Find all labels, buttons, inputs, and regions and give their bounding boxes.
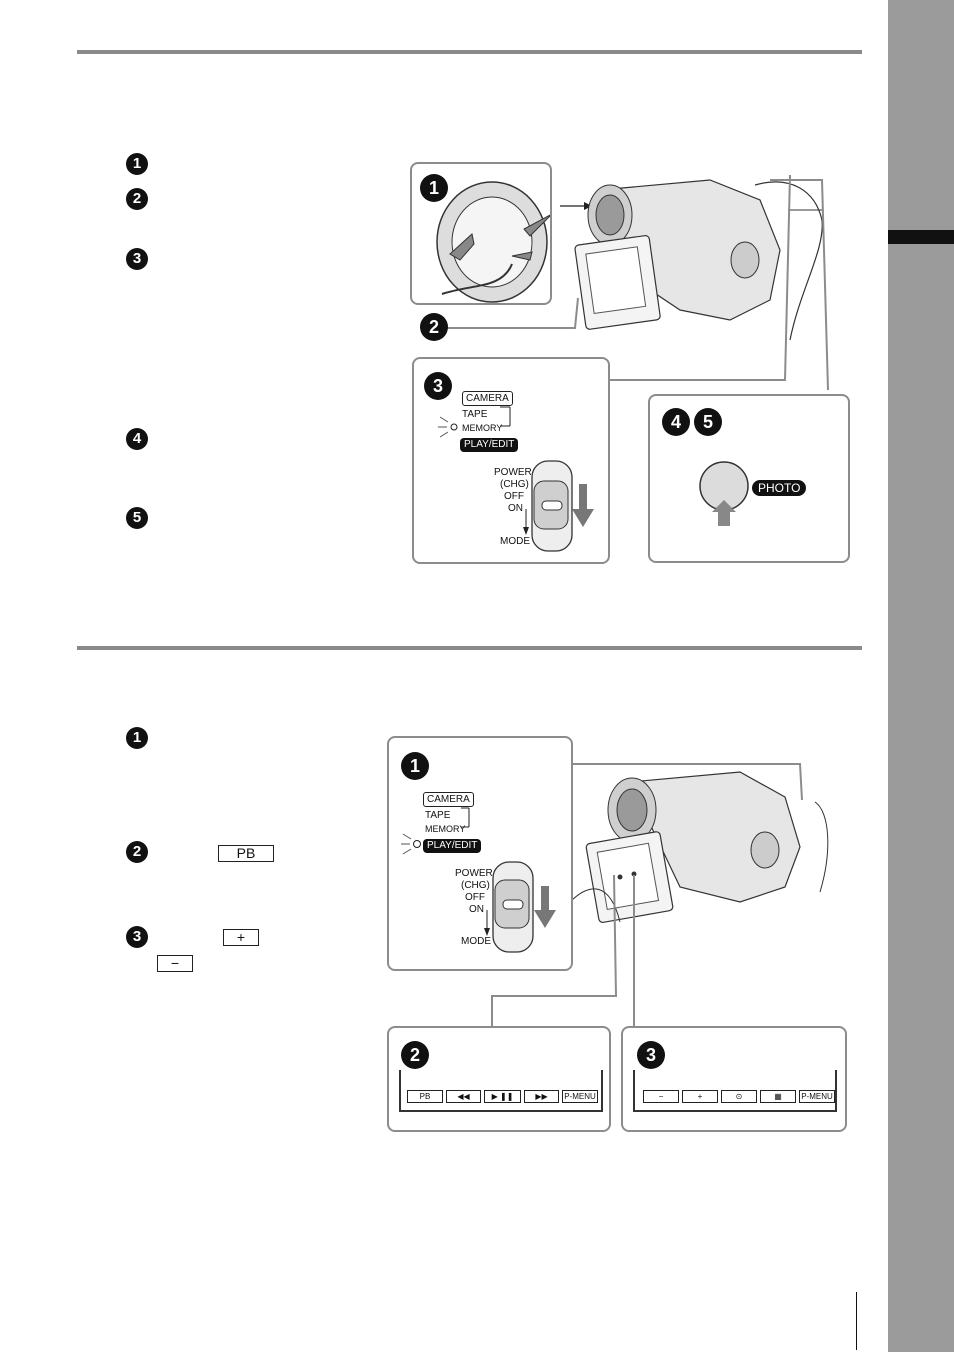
lcd-screen-frame <box>399 1070 603 1112</box>
callout-lines <box>606 175 829 391</box>
photo-button-drawing <box>699 461 749 526</box>
memory-label: MEMORY <box>462 423 503 433</box>
index-screen-button[interactable]: ▦ <box>760 1090 796 1103</box>
s1-step-marker: 2 <box>126 188 148 210</box>
chg-label: (CHG) <box>500 479 529 490</box>
on-label: ON <box>469 904 484 915</box>
playback-switch-panel: 1 CAMERA TAPE MEMORY PLAY/EDIT POWER (CH… <box>387 736 573 971</box>
forward-screen-button[interactable]: ▶▶ <box>524 1090 559 1103</box>
p-menu-screen-button[interactable]: P-MENU <box>799 1090 835 1103</box>
s2-callout-lines <box>491 763 803 1026</box>
camera-label: CAMERA <box>423 792 474 807</box>
pb-button-icon: PB <box>218 845 274 862</box>
camera-label: CAMERA <box>462 391 513 406</box>
power-switch-drawing <box>438 406 594 552</box>
index-screen-panel: 3 − + ⊙ ▦ P-MENU <box>621 1026 847 1132</box>
play-edit-label: PLAY/EDIT <box>460 438 519 452</box>
mode-label: MODE <box>500 536 530 547</box>
screen2-step-marker: 2 <box>401 1041 429 1069</box>
side-index-bar <box>888 0 954 1352</box>
tape-label: TAPE <box>462 409 488 420</box>
tape-screen-button[interactable]: ⊙ <box>721 1090 757 1103</box>
lcd-screen-frame <box>633 1070 837 1112</box>
off-label: OFF <box>465 892 485 903</box>
switch-step-marker: 3 <box>424 372 452 400</box>
pb-button-label: PB <box>236 845 256 861</box>
s2-step-marker: 3 <box>126 926 148 948</box>
photo-step-marker: 5 <box>694 408 722 436</box>
tape-icon: ⊙ <box>735 1092 743 1101</box>
lcd-callout-line <box>445 298 579 329</box>
tape-label: TAPE <box>425 810 451 821</box>
photo-label: PHOTO <box>752 480 807 496</box>
s2-switch-step-marker: 1 <box>401 752 429 780</box>
s1-step-marker: 5 <box>126 507 148 529</box>
s2-step-marker: 2 <box>126 841 148 863</box>
camcorder-illustration <box>560 179 823 341</box>
playback-screen-panel: 2 PB ◀◀ ▶ ❚❚ ▶▶ P-MENU <box>387 1026 611 1132</box>
rewind-screen-button[interactable]: ◀◀ <box>446 1090 481 1103</box>
minus-button-label: − <box>170 955 180 971</box>
s1-step-marker: 3 <box>126 248 148 270</box>
off-label: OFF <box>504 491 524 502</box>
photo-step-marker: 4 <box>662 408 690 436</box>
mode-label: MODE <box>461 936 491 947</box>
minus-screen-button[interactable]: − <box>643 1090 679 1103</box>
power-switch-panel: 3 CAMERA TAPE MEMORY PLAY/EDIT POWER (CH… <box>412 357 610 564</box>
page-number-divider <box>856 1292 857 1350</box>
photo-button-panel: 4 5 PHOTO <box>648 394 850 563</box>
lens-cap-detail-panel: 1 <box>410 162 552 305</box>
play-pause-screen-button[interactable]: ▶ ❚❚ <box>484 1090 521 1103</box>
section2-rule <box>77 646 862 650</box>
power-label: POWER <box>494 467 532 478</box>
screen3-step-marker: 3 <box>637 1041 665 1069</box>
plus-screen-button[interactable]: + <box>682 1090 718 1103</box>
pb-screen-button[interactable]: PB <box>407 1090 443 1103</box>
grid-icon: ▦ <box>774 1092 782 1101</box>
side-index-tab <box>888 230 954 244</box>
index-button-bar: − + ⊙ ▦ P-MENU <box>643 1090 835 1103</box>
s2-step-marker: 1 <box>126 727 148 749</box>
p-menu-screen-button[interactable]: P-MENU <box>562 1090 598 1103</box>
section1-rule <box>77 50 862 54</box>
memory-label: MEMORY <box>425 824 466 834</box>
on-label: ON <box>508 503 523 514</box>
play-edit-label: PLAY/EDIT <box>423 839 482 853</box>
lcd-step-marker: 2 <box>420 313 448 341</box>
plus-button-label: + <box>236 929 246 945</box>
power-label: POWER <box>455 868 493 879</box>
playback-switch-drawing <box>401 807 556 953</box>
lens-step-marker: 1 <box>420 174 448 202</box>
plus-button-icon: + <box>223 929 259 946</box>
playback-button-bar: PB ◀◀ ▶ ❚❚ ▶▶ P-MENU <box>407 1090 598 1103</box>
minus-button-icon: − <box>157 955 193 972</box>
chg-label: (CHG) <box>461 880 490 891</box>
s1-step-marker: 1 <box>126 153 148 175</box>
s1-step-marker: 4 <box>126 428 148 450</box>
camcorder-playback-illustration <box>570 771 829 923</box>
